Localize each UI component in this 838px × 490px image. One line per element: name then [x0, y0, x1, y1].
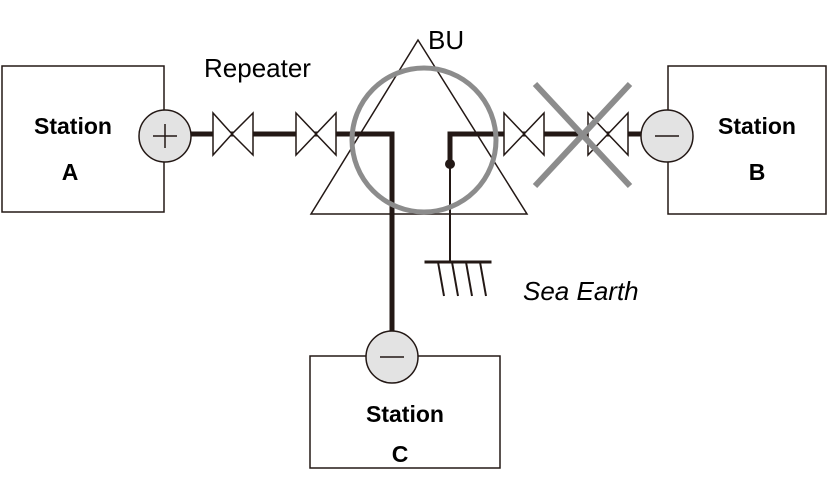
bu-label: BU	[428, 25, 464, 55]
sea-earth-label: Sea Earth	[523, 276, 639, 306]
bu-highlight-circle	[349, 65, 499, 215]
station-c-id: C	[392, 441, 409, 467]
fault-cross-icon	[532, 81, 633, 189]
station-b-name: Station	[718, 113, 796, 139]
cable-wires	[189, 131, 643, 343]
repeater-2	[295, 111, 337, 157]
station-a: Station A	[1, 65, 165, 213]
station-b: Station B	[667, 65, 827, 215]
repeater-label: Repeater	[204, 53, 311, 83]
minus-pole-icon-c	[365, 330, 419, 384]
station-a-id: A	[62, 159, 79, 185]
station-c-name: Station	[366, 401, 444, 427]
station-a-name: Station	[34, 113, 112, 139]
minus-pole-icon-b	[640, 109, 694, 163]
repeater-1	[212, 111, 254, 157]
repeater-3	[503, 111, 545, 157]
plus-pole-icon	[138, 109, 192, 163]
station-b-id: B	[749, 159, 766, 185]
sea-earth-ground	[424, 159, 492, 297]
